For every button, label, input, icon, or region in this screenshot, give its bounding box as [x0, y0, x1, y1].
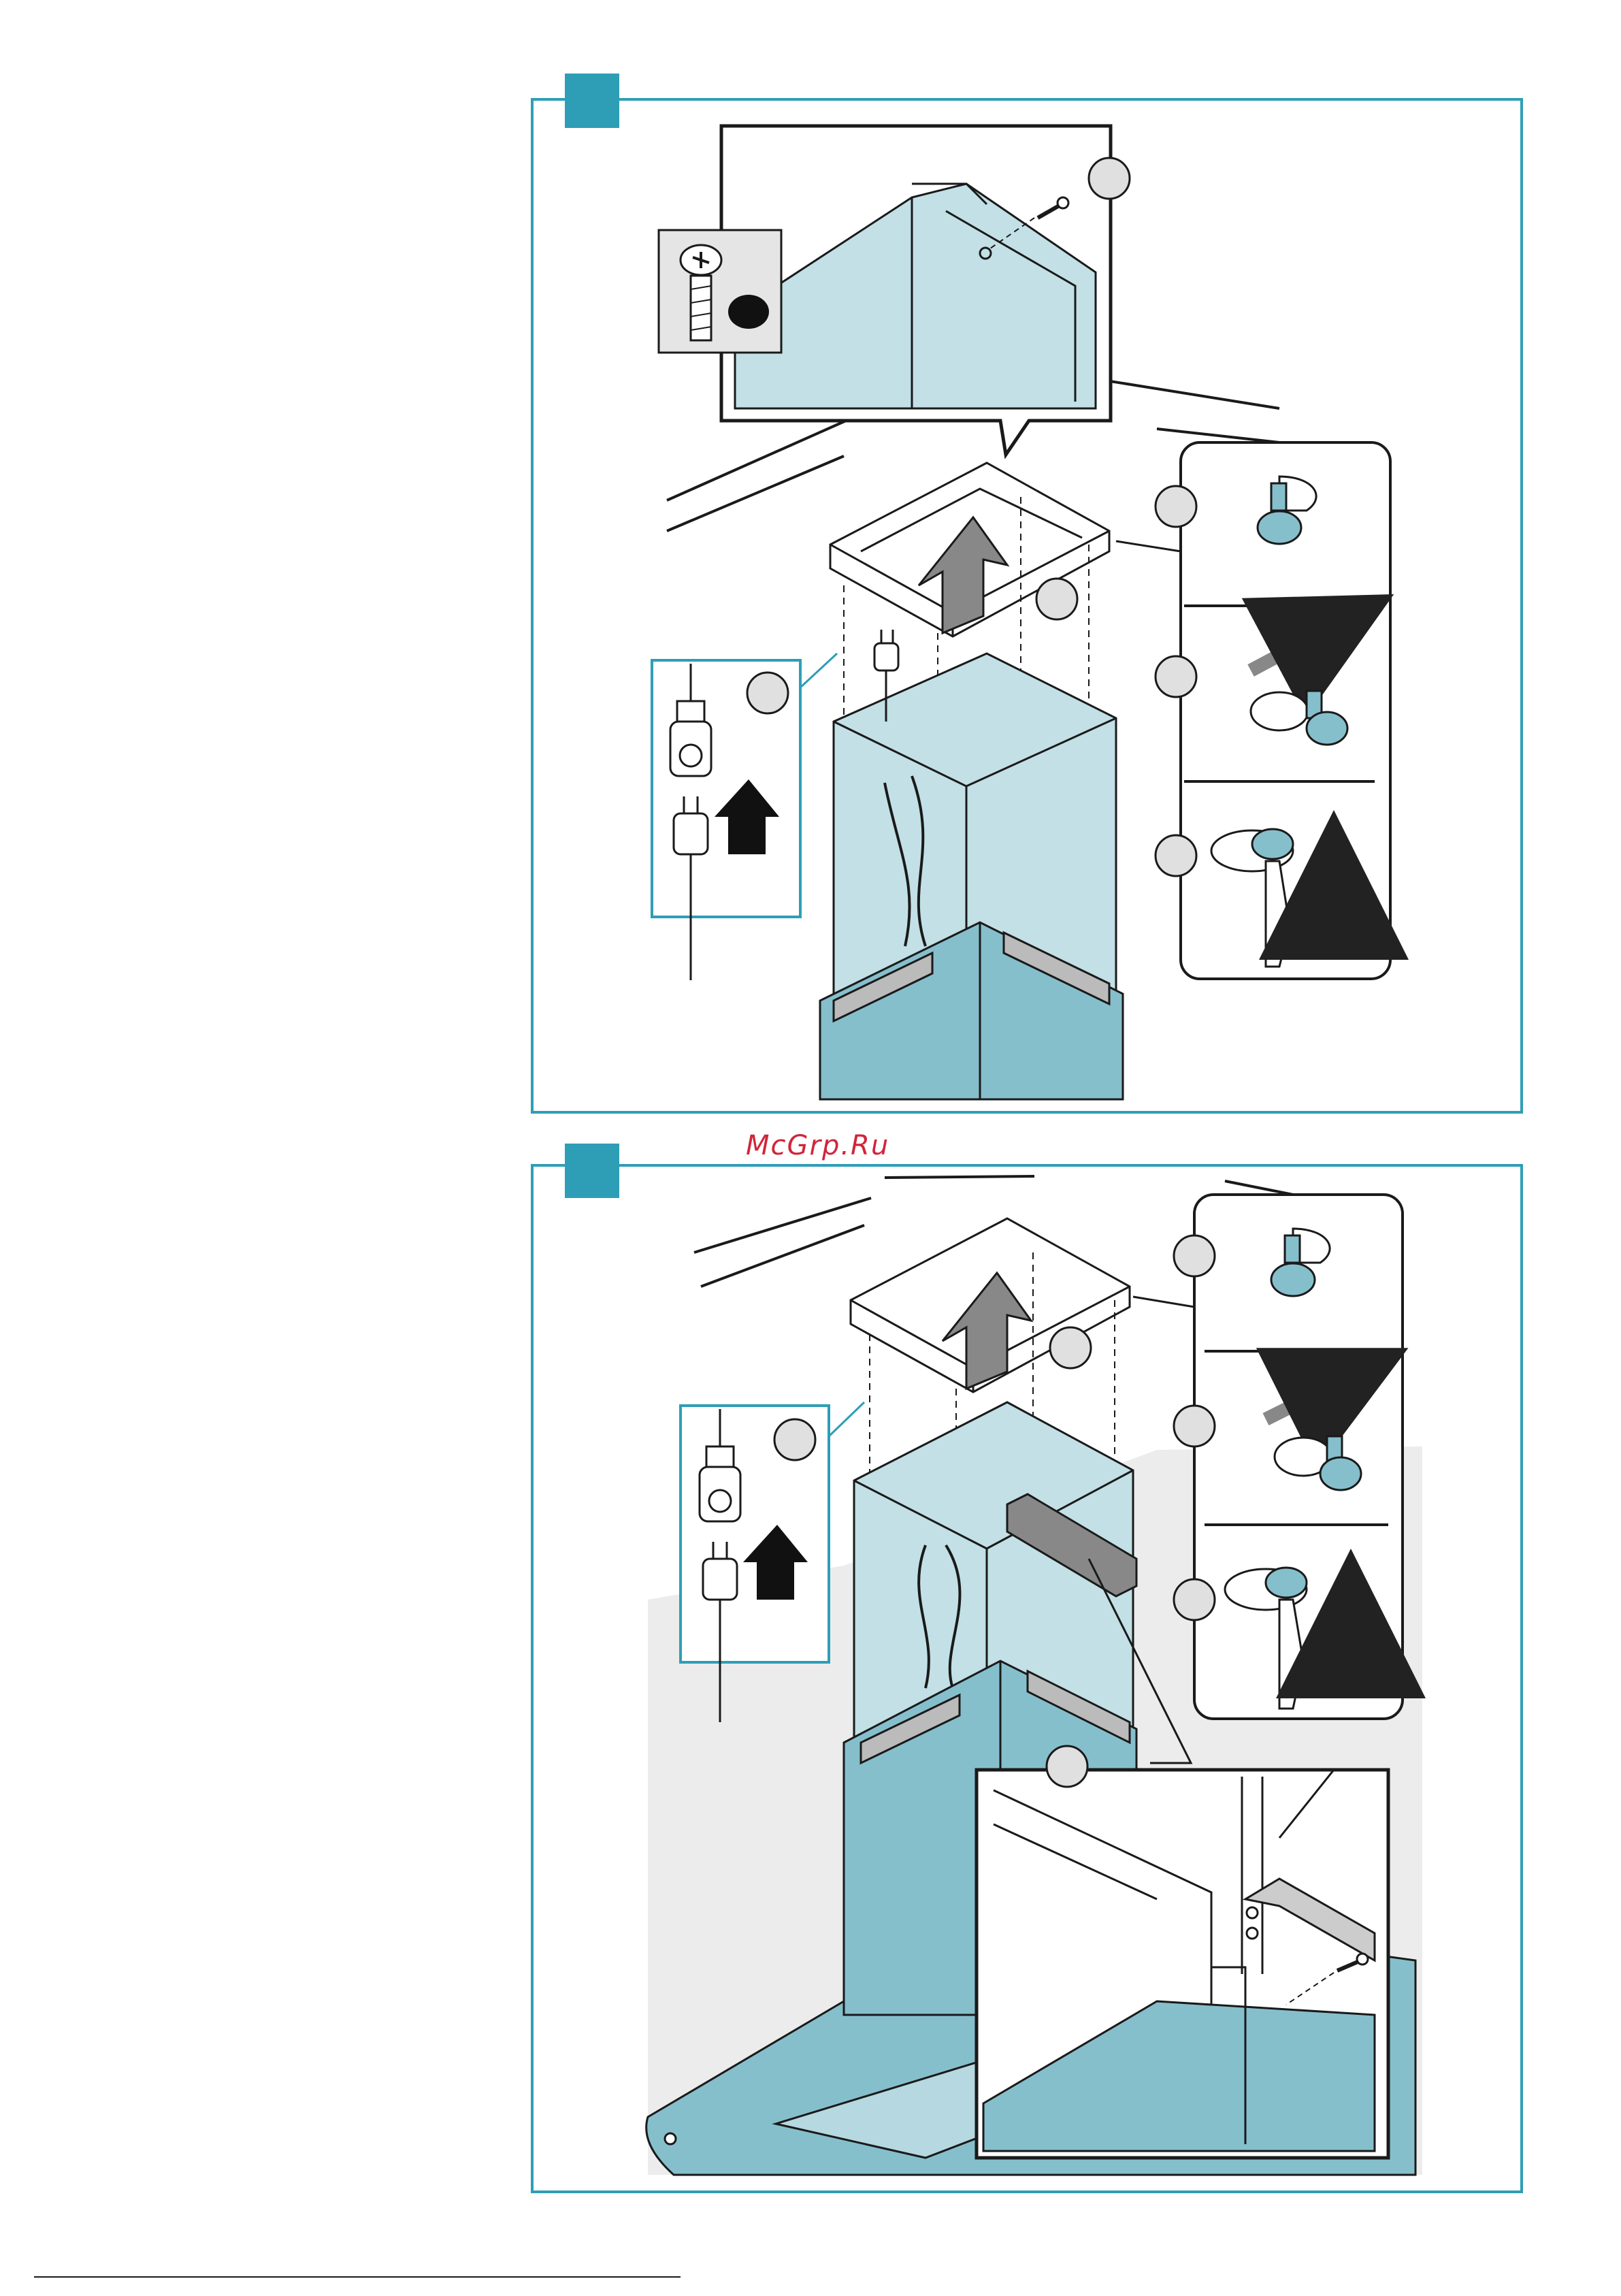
callout-circle: [1156, 656, 1196, 697]
callout-circle: [1174, 1579, 1215, 1620]
watermark-text: McGrp.Ru: [746, 1130, 889, 1161]
callout-circle: [1156, 835, 1196, 876]
step-number-tile: [565, 1144, 619, 1198]
callout-circle: [1174, 1235, 1215, 1276]
callout-circle: [774, 1419, 815, 1460]
zoom-callout-top: [721, 126, 1130, 455]
callout-circle: [1036, 579, 1077, 619]
step-panel-2: [532, 1144, 1522, 2192]
callout-circle: [747, 673, 788, 713]
step-panel-1: [532, 74, 1522, 1112]
callout-circle: [1089, 158, 1130, 199]
zoom-callout-bottom: [977, 1746, 1388, 2158]
screw-detail-tile: [659, 230, 781, 353]
step-number-tile: [565, 74, 619, 128]
callout-circle: [1156, 486, 1196, 527]
callout-circle: [1047, 1746, 1087, 1787]
callout-circle: [1050, 1327, 1091, 1368]
callout-circle: [1174, 1406, 1215, 1446]
